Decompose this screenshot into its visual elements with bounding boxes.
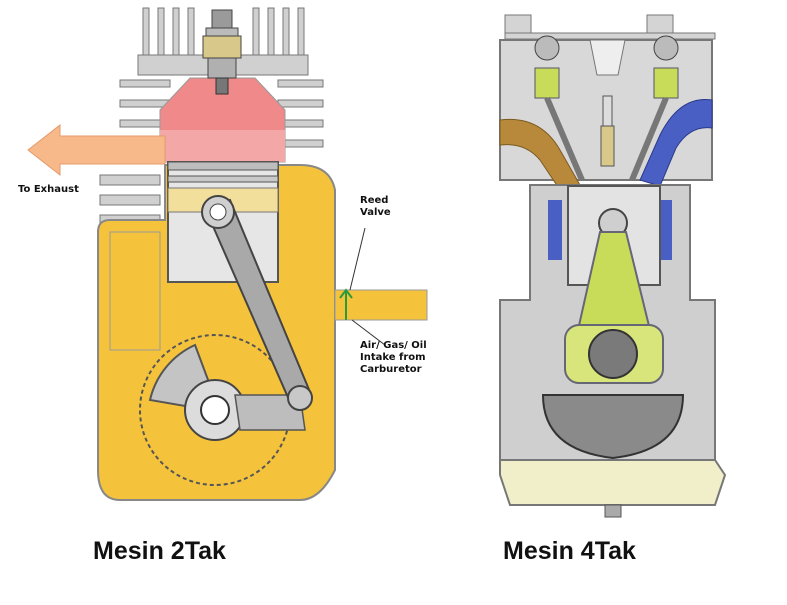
crank-counterweight bbox=[541, 394, 685, 460]
two-stroke-engine bbox=[27, 7, 428, 501]
oil-sump bbox=[499, 459, 727, 506]
reed-valve-line-2: Valve bbox=[360, 207, 391, 218]
four-stroke-caption: Mesin 4Tak bbox=[503, 537, 636, 565]
connecting-rod bbox=[201, 195, 313, 411]
exhaust-label: To Exhaust bbox=[18, 184, 79, 195]
valve-left bbox=[534, 35, 585, 182]
valve-right bbox=[629, 35, 679, 182]
crankshaft bbox=[139, 334, 306, 486]
intake-label-line-2: Intake from bbox=[360, 352, 426, 363]
connecting-rod-4t bbox=[564, 231, 664, 384]
spark-plug bbox=[202, 9, 242, 95]
exhaust-arrow bbox=[27, 123, 166, 177]
intake-port bbox=[334, 227, 428, 346]
intake-label-line-1: Air/ Gas/ Oil bbox=[360, 340, 427, 351]
two-stroke-caption: Mesin 2Tak bbox=[93, 537, 226, 565]
four-stroke-engine bbox=[499, 14, 727, 518]
intake-label-line-3: Carburetor bbox=[360, 364, 422, 375]
reed-valve-label: Reed Valve bbox=[360, 195, 391, 219]
intake-label: Air/ Gas/ Oil Intake from Carburetor bbox=[360, 340, 427, 376]
intake-passage bbox=[639, 98, 713, 187]
reed-valve-line-1: Reed bbox=[360, 195, 389, 206]
spark-plug-4t bbox=[600, 95, 615, 167]
